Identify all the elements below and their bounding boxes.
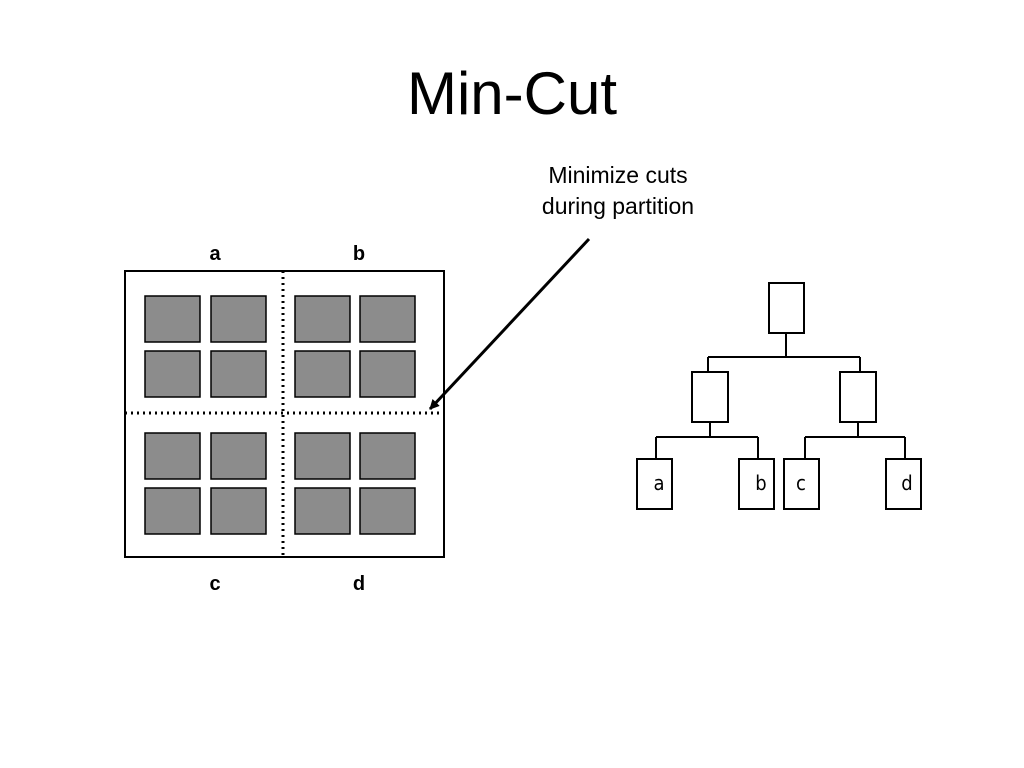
- partition-grid: a b c d: [124, 243, 445, 595]
- tree-leaf-a: [636, 458, 673, 510]
- tree-leaf-b: [738, 458, 775, 510]
- quadrant-b-cells: [294, 295, 416, 398]
- cell: [359, 487, 416, 535]
- partition-tree: [636, 282, 922, 510]
- cell: [294, 295, 351, 343]
- annotation-arrow: [428, 237, 591, 411]
- cell: [144, 350, 201, 398]
- cell: [294, 487, 351, 535]
- cell: [210, 350, 267, 398]
- tree-left-node: [691, 371, 729, 423]
- tree-leaf-d: [885, 458, 922, 510]
- tree-leaf-label-c: c: [796, 471, 806, 495]
- tree-right-node: [839, 371, 877, 423]
- cell: [210, 295, 267, 343]
- annotation-line-2: during partition: [541, 193, 695, 219]
- slide-title: Min-Cut: [406, 60, 618, 127]
- tree-leaf-label-d: d: [901, 471, 912, 495]
- tree-leaf-label-a: a: [653, 471, 664, 495]
- cell: [294, 350, 351, 398]
- quadrant-label-c: c: [209, 573, 220, 595]
- cell: [144, 432, 201, 480]
- cell: [359, 350, 416, 398]
- quadrant-a-cells: [144, 295, 267, 398]
- quadrant-label-a: a: [209, 243, 221, 265]
- quadrant-label-d: d: [353, 573, 365, 595]
- quadrant-label-b: b: [353, 243, 365, 265]
- quadrant-d-cells: [294, 432, 416, 535]
- tree-root-node: [768, 282, 805, 334]
- cell: [294, 432, 351, 480]
- cell: [144, 295, 201, 343]
- cell: [210, 487, 267, 535]
- cell: [210, 432, 267, 480]
- annotation-text: Minimize cuts during partition: [488, 160, 748, 222]
- tree-leaf-c: [783, 458, 820, 510]
- tree-leaf-label-b: b: [755, 471, 766, 495]
- cell: [144, 487, 201, 535]
- quadrant-c-cells: [144, 432, 267, 535]
- cell: [359, 432, 416, 480]
- cell: [359, 295, 416, 343]
- annotation-line-1: Minimize cuts: [548, 162, 688, 188]
